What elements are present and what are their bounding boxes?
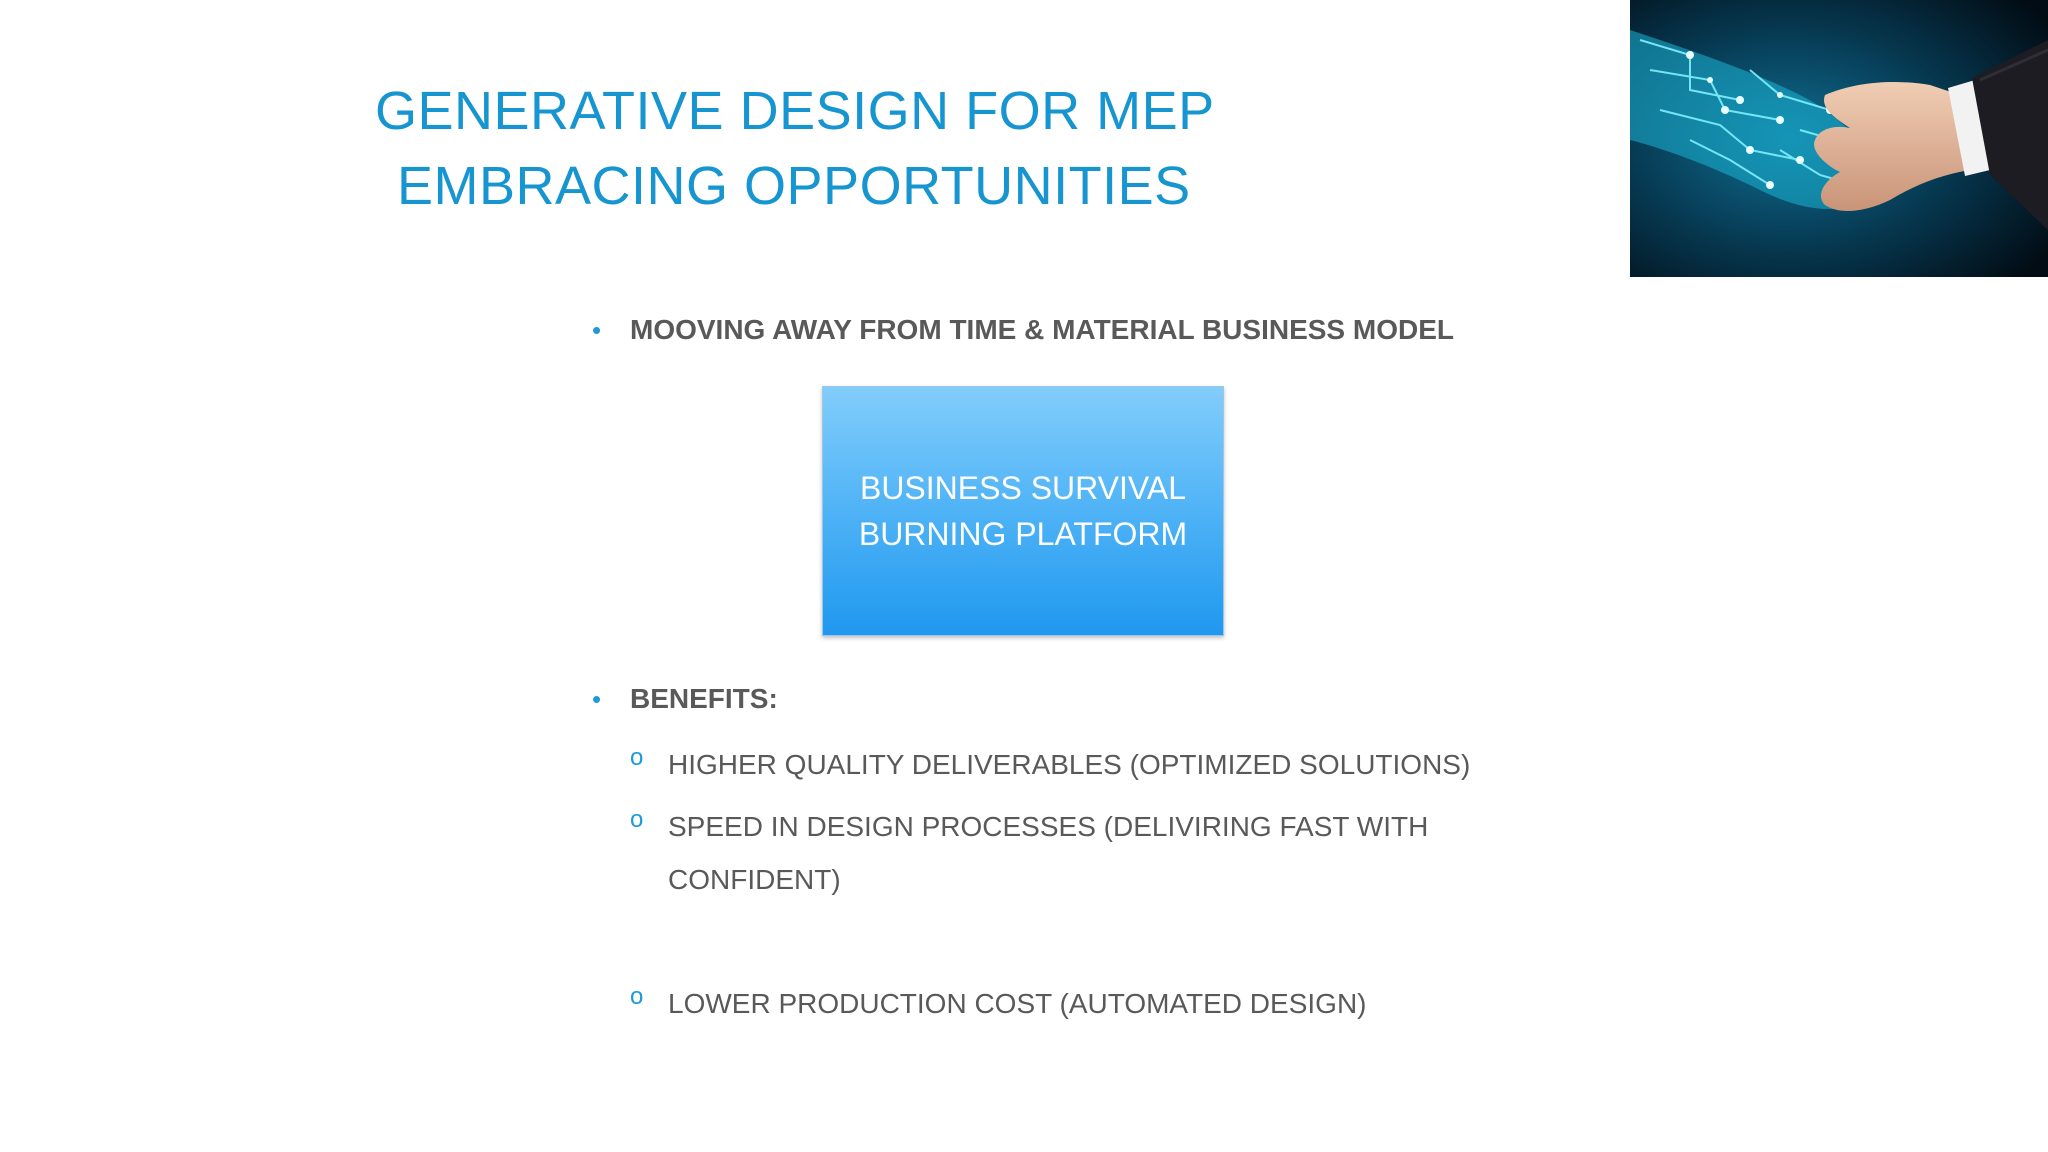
sub-bullet-text: HIGHER QUALITY DELIVERABLES (OPTIMIZED S… bbox=[668, 749, 1471, 780]
sub-bullet-marker: o bbox=[630, 744, 644, 771]
sub-bullet-cost: o LOWER PRODUCTION COST (AUTOMATED DESIG… bbox=[630, 977, 1366, 1030]
handshake-icon bbox=[1630, 0, 2048, 277]
business-survival-box: BUSINESS SURVIVAL BURNING PLATFORM bbox=[822, 386, 1224, 636]
box-line-1: BUSINESS SURVIVAL bbox=[859, 470, 1187, 506]
sub-bullet-quality: o HIGHER QUALITY DELIVERABLES (OPTIMIZED… bbox=[630, 738, 1470, 791]
sub-bullet-text: LOWER PRODUCTION COST (AUTOMATED DESIGN) bbox=[668, 988, 1367, 1019]
sub-bullet-text-line-1: SPEED IN DESIGN PROCESSES (DELIVIRING FA… bbox=[668, 811, 1429, 842]
box-line-2: BURNING PLATFORM bbox=[858, 516, 1188, 552]
sub-bullet-marker: o bbox=[630, 983, 644, 1010]
bullet-text: MOOVING AWAY FROM TIME & MATERIAL BUSINE… bbox=[630, 314, 1454, 345]
slide-title-line-2: EMBRACING OPPORTUNITIES bbox=[397, 156, 1191, 216]
bullet-business-model: • MOOVING AWAY FROM TIME & MATERIAL BUSI… bbox=[592, 314, 1454, 346]
bullet-marker: • bbox=[592, 683, 602, 714]
bullet-benefits: • BENEFITS: bbox=[592, 683, 778, 715]
slide-title-line-1: GENERATIVE DESIGN FOR MEP bbox=[375, 81, 1215, 141]
bullet-marker: • bbox=[592, 314, 602, 345]
digital-handshake-image bbox=[1630, 0, 2048, 277]
sub-bullet-speed: o SPEED IN DESIGN PROCESSES (DELIVIRING … bbox=[630, 800, 1428, 906]
sub-bullet-text-line-2: CONFIDENT) bbox=[668, 864, 841, 895]
sub-bullet-marker: o bbox=[630, 806, 644, 833]
bullet-text: BENEFITS: bbox=[630, 683, 778, 714]
